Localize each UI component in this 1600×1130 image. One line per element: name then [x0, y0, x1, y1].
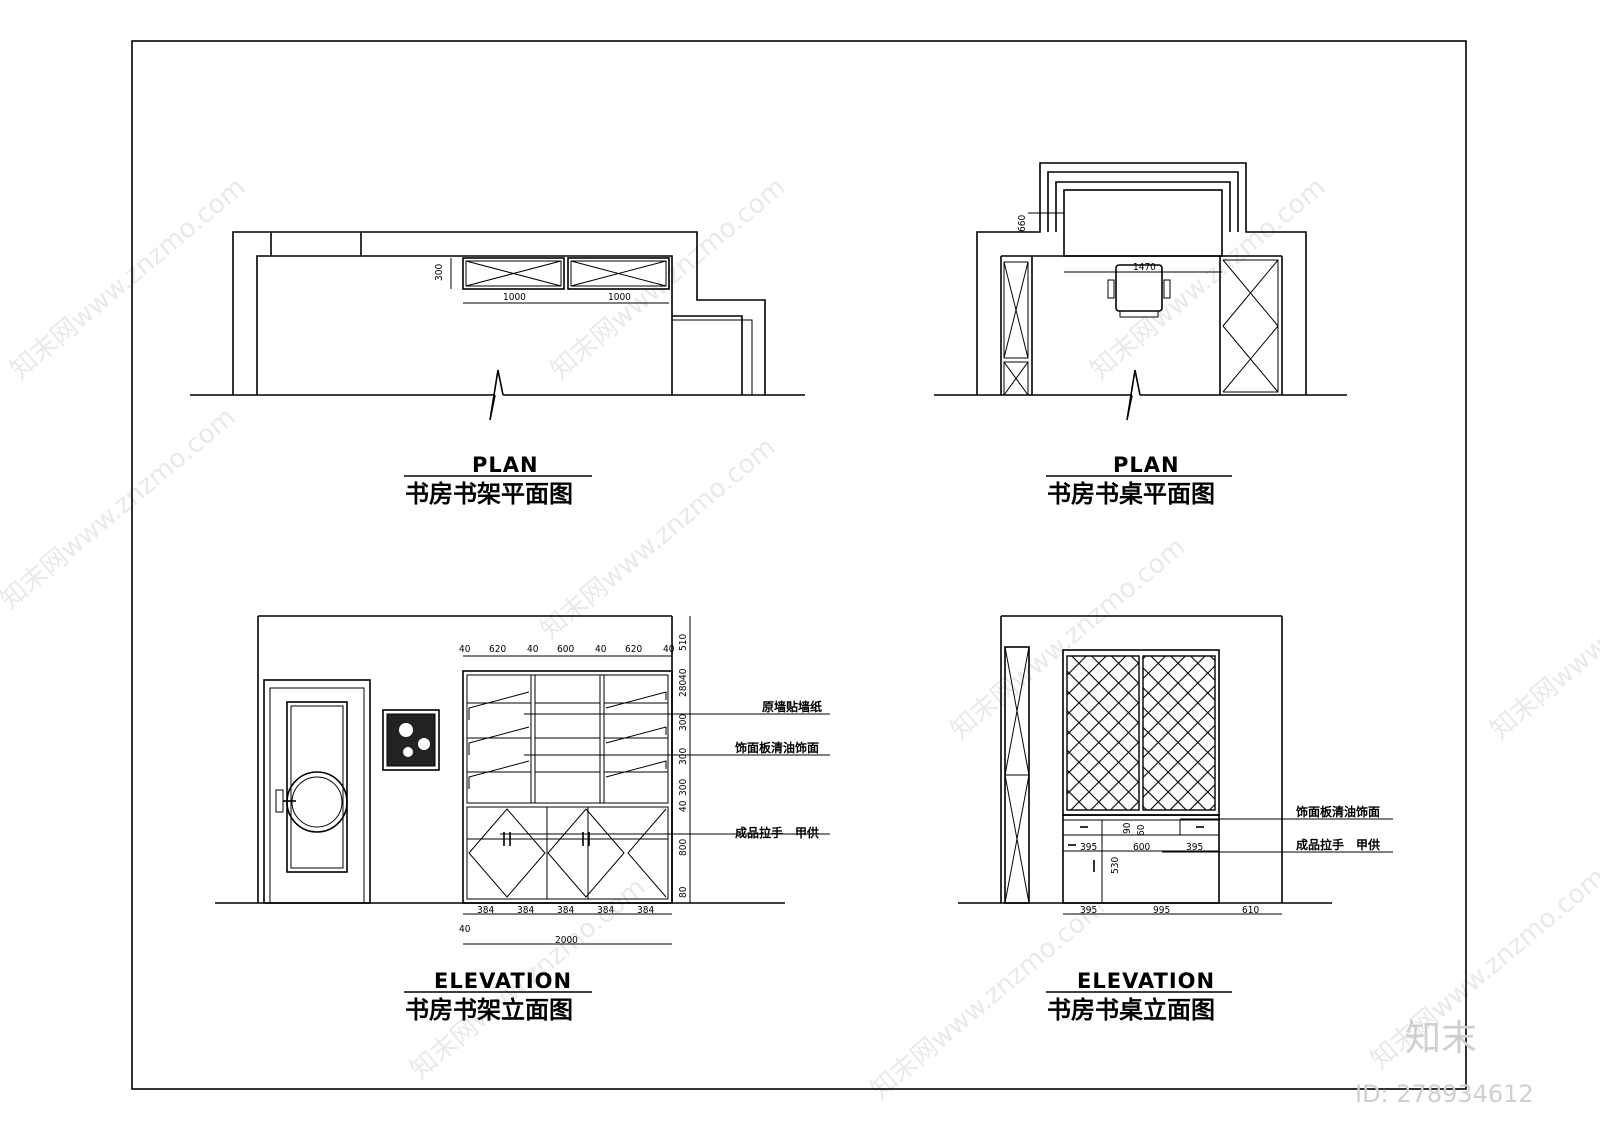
right-dim-40b: 40: [678, 800, 689, 812]
right-dim-300a: 300: [678, 714, 689, 731]
right-dim-40a: 40: [678, 668, 689, 680]
desk-elevation: 395 600 395 90 60 530 饰面板清油饰面 成品拉手 甲供 39…: [958, 615, 1393, 1024]
watermark-4: 知末网www.znzmo.com: [0, 402, 241, 615]
right-dim-300c: 300: [678, 779, 689, 796]
bottom-dim-3: 384: [557, 905, 574, 916]
desk-bottom-dim-395: 395: [1080, 905, 1097, 916]
desk-elev-title-cn: 书房书桌立面图: [1047, 996, 1215, 1024]
top-dim-2: 620: [489, 644, 506, 655]
watermark-1: 知末网www.znzmo.com: [5, 172, 251, 385]
right-dim-800: 800: [678, 839, 689, 856]
top-dim-3: 40: [527, 644, 539, 655]
door-handle: [275, 789, 284, 813]
desk-bottom-dim-995: 995: [1153, 905, 1170, 916]
dim-300: 300: [434, 264, 445, 281]
right-dim-510: 510: [678, 634, 689, 651]
desk-dim-90: 90: [1122, 822, 1133, 834]
bookshelf-elev-title-en: ELEVATION: [434, 969, 572, 993]
watermark-5: 知末网www.znzmo.com: [535, 432, 781, 645]
bookshelf-plan-title-cn: 书房书架平面图: [405, 480, 573, 508]
top-dim-5: 40: [595, 644, 607, 655]
bottom-dim-40: 40: [459, 924, 471, 935]
bottom-dim-2000: 2000: [555, 935, 578, 946]
watermark-3: 知末网www.znzmo.com: [1085, 172, 1331, 385]
desk: [1062, 814, 1220, 904]
watermark-10: 知末网www.znzmo.com: [1365, 862, 1600, 1075]
sheet-border: [131, 40, 1467, 1090]
bottom-dim-4: 384: [597, 905, 614, 916]
note-handle: 成品拉手 甲供: [735, 825, 819, 840]
watermark-layer: 知末网www.znzmo.com 知末网www.znzmo.com 知末网www…: [0, 172, 1600, 1105]
bookshelf-plan-title-en: PLAN: [472, 453, 539, 477]
desk-plan: 660 1470 PLAN 书房书桌平面图: [934, 162, 1347, 508]
note-panel: 饰面板清油饰面: [735, 740, 819, 755]
desk-elev-title-en: ELEVATION: [1077, 969, 1215, 993]
bottom-dim-5: 384: [637, 905, 654, 916]
picture-frame: [382, 709, 440, 771]
right-dim-280: 280: [678, 680, 689, 697]
bookshelf-elevation: 40 620 40 600 40 620 40 510 40 280 300 3…: [215, 615, 830, 1024]
dim-1000-b: 1000: [608, 292, 631, 303]
bottom-dim-1: 384: [477, 905, 494, 916]
watermark-7: 知末网www.znzmo.com: [1485, 532, 1600, 745]
right-dim-80: 80: [678, 886, 689, 898]
dim-1470: 1470: [1133, 262, 1156, 273]
bottom-dim-2: 384: [517, 905, 534, 916]
bookshelf-plan: 300 1000 1000 PLAN 书房书架平面图: [190, 231, 805, 508]
desk-dim-395-b: 395: [1186, 842, 1203, 853]
brand-logo: 知末: [1405, 1018, 1477, 1059]
desk-plan-title-en: PLAN: [1113, 453, 1180, 477]
id-label: ID: 278934612: [1355, 1080, 1534, 1108]
bookshelf: [462, 670, 673, 904]
bookshelf-elev-title-cn: 书房书架立面图: [405, 996, 573, 1024]
top-dim-1: 40: [459, 644, 471, 655]
door: [263, 679, 371, 904]
desk-plan-title-cn: 书房书桌平面图: [1047, 480, 1215, 508]
right-dim-300b: 300: [678, 748, 689, 765]
dim-1000-a: 1000: [503, 292, 526, 303]
desk-dim-60: 60: [1136, 824, 1147, 836]
note-wallpaper: 原墙贴墙纸: [762, 699, 822, 714]
desk-dim-530: 530: [1110, 857, 1121, 874]
dim-660: 660: [1017, 215, 1028, 232]
desk-bottom-dim-610: 610: [1242, 905, 1259, 916]
desk-note-handle: 成品拉手 甲供: [1296, 837, 1380, 852]
desk-dim-395-a: 395: [1080, 842, 1097, 853]
top-dim-6: 620: [625, 644, 642, 655]
desk-dim-600: 600: [1133, 842, 1150, 853]
top-dim-4: 600: [557, 644, 574, 655]
desk-note-panel: 饰面板清油饰面: [1296, 804, 1380, 819]
top-dim-7: 40: [663, 644, 675, 655]
